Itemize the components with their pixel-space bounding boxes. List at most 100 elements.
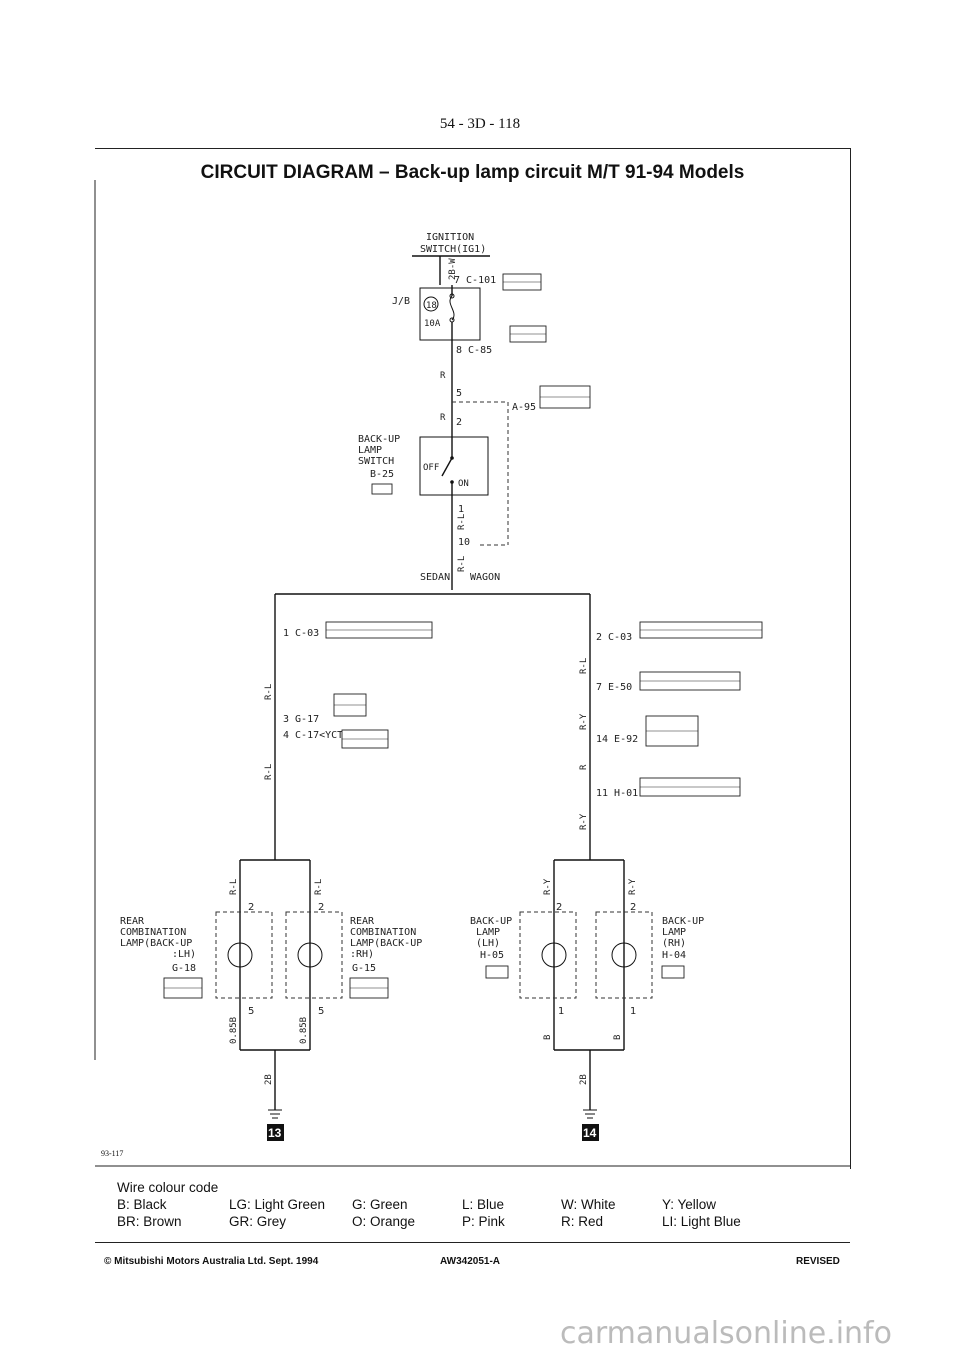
connector-a95-label: A-95 xyxy=(512,402,536,413)
lamp-bulb-icon xyxy=(297,942,323,968)
wire-label-left-r-l-2: R-L xyxy=(264,764,274,780)
switch-terminal xyxy=(450,456,454,460)
colour-entry: R: Red xyxy=(561,1214,604,1229)
rear-rh-connector-icon xyxy=(349,977,389,999)
wire-label-left-r-l: R-L xyxy=(264,684,274,700)
pin-10: 10 xyxy=(458,537,470,548)
backup-lh-label-2: LAMP xyxy=(476,927,500,938)
colour-entry: B: Black xyxy=(117,1197,167,1212)
connector-left-c03-label: 1 C-03 xyxy=(283,628,319,639)
connector-right-c03-label: 2 C-03 xyxy=(596,632,632,643)
connector-c101-label: 7 C-101 xyxy=(454,275,496,286)
junction-block-box xyxy=(419,287,481,341)
backup-switch-connector-icon xyxy=(371,483,393,495)
colour-entry: LG: Light Green xyxy=(229,1197,326,1212)
pin-5: 5 xyxy=(456,388,462,399)
wire-label-2b-left: 2B xyxy=(264,1074,274,1085)
lamp-left-pin-top-left: 2 xyxy=(248,902,254,913)
colour-entry: GR: Grey xyxy=(229,1214,287,1229)
connector-c17-icon xyxy=(341,729,389,749)
wire-label-lamp-right-r-y-1: R-Y xyxy=(543,878,553,895)
connector-right-c03-icon xyxy=(639,621,763,639)
footer-doc-code: AW342051-A xyxy=(440,1256,501,1267)
ignition-label-2: SWITCH(IG1) xyxy=(420,244,486,255)
colour-entry: P: Pink xyxy=(462,1214,505,1229)
rear-lh-label-2: COMBINATION xyxy=(120,927,186,938)
connector-c17-label: 4 C-17<YCT> xyxy=(283,730,349,741)
colour-entry: G: Green xyxy=(352,1197,408,1212)
connector-left-c03-icon xyxy=(325,621,433,639)
backup-lh-label-3: (LH) xyxy=(476,938,500,949)
wire-label-r-1: R xyxy=(440,371,446,381)
backup-lh-connector-icon xyxy=(485,965,509,979)
colour-code-row: BR: Brown GR: Grey O: Orange P: Pink R: … xyxy=(117,1214,777,1231)
rear-lh-label-4: :LH) xyxy=(172,949,196,960)
connector-e92-label: 14 E-92 xyxy=(596,734,638,745)
colour-entry: LI: Light Blue xyxy=(662,1214,741,1229)
lamp-bulb-icon xyxy=(541,942,567,968)
rear-rh-label-4: :RH) xyxy=(350,949,374,960)
backup-switch-box xyxy=(419,436,489,496)
lamp-bulb-icon xyxy=(227,942,253,968)
ignition-label-1: IGNITION xyxy=(426,232,474,243)
lamp-right-pin-bottom-right: 1 xyxy=(630,1006,636,1017)
connector-c85-label: 8 C-85 xyxy=(456,345,492,356)
wire-label-right-r: R xyxy=(579,764,589,770)
connector-e92-icon xyxy=(645,715,699,747)
footer-rule xyxy=(95,1242,850,1243)
wire-label-2b-w: 2B-W xyxy=(448,258,458,280)
connector-c85-icon xyxy=(509,325,547,343)
connector-e50-label: 7 E-50 xyxy=(596,682,632,693)
wire-label-2b-right: 2B xyxy=(579,1074,589,1085)
backup-rh-code: H-04 xyxy=(662,950,686,961)
wire-label-right-r-y: R-Y xyxy=(579,713,589,730)
ground-left-icon xyxy=(268,1109,282,1119)
wire-label-lamp-right-r-l: R-L xyxy=(314,879,324,895)
fuse-number: 18 xyxy=(426,301,437,311)
wagon-label: WAGON xyxy=(470,572,500,583)
lamp-right-pin-bottom-left: 1 xyxy=(558,1006,564,1017)
backup-rh-label-3: (RH) xyxy=(662,938,686,949)
colour-entry: BR: Brown xyxy=(117,1214,182,1229)
rear-lh-code: G-18 xyxy=(172,963,196,974)
pin-2: 2 xyxy=(456,417,462,428)
wire-label-085b-2: 0.85B xyxy=(299,1017,309,1044)
lamp-right-pin-top-right: 2 xyxy=(630,902,636,913)
wire-label-r-2: R xyxy=(440,413,446,423)
connector-h01-icon xyxy=(639,777,741,797)
backup-rh-label-2: LAMP xyxy=(662,927,686,938)
rear-rh-label-3: LAMP(BACK-UP xyxy=(350,938,422,949)
colour-entry: O: Orange xyxy=(352,1214,416,1229)
ground-right-number: 14 xyxy=(583,1126,597,1140)
backup-rh-label-1: BACK-UP xyxy=(662,916,704,927)
wire-label-r-l-1: R-L xyxy=(457,514,467,530)
rear-rh-label-1: REAR xyxy=(350,916,375,927)
fuse-rating: 10A xyxy=(424,319,441,329)
ground-right-badge: 14 xyxy=(582,1124,599,1141)
lamp-right-pin-top-left: 2 xyxy=(556,902,562,913)
connector-a95-icon xyxy=(539,385,591,409)
switch-off-label: OFF xyxy=(423,463,439,473)
rear-lh-connector-icon xyxy=(163,977,203,999)
backup-switch-label-1: BACK-UP xyxy=(358,434,400,445)
colour-code-heading-row: Wire colour code xyxy=(117,1180,777,1197)
wire-label-lamp-right-r-y-2: R-Y xyxy=(628,878,638,895)
rear-lamp-lh-box xyxy=(215,911,273,999)
wire-label-r-l-2: R-L xyxy=(457,556,467,572)
page-header: 54 - 3D - 118 xyxy=(439,116,521,132)
lamp-bulb-icon xyxy=(611,942,637,968)
jb-label: J/B xyxy=(392,296,410,307)
diagram-frame xyxy=(95,148,851,1169)
backup-rh-connector-icon xyxy=(661,965,685,979)
colour-entry: W: White xyxy=(561,1197,616,1212)
rear-rh-code: G-15 xyxy=(352,963,376,974)
rear-lh-label-3: LAMP(BACK-UP xyxy=(120,938,192,949)
connector-g17-icon xyxy=(333,693,367,717)
ground-left-number: 13 xyxy=(268,1126,282,1140)
backup-switch-code: B-25 xyxy=(370,469,394,480)
colour-entry: L: Blue xyxy=(462,1197,505,1212)
colour-code-heading: Wire colour code xyxy=(117,1180,219,1195)
connector-c101-icon xyxy=(502,273,542,291)
backup-lh-code: H-05 xyxy=(480,950,504,961)
colour-entry: Y: Yellow xyxy=(662,1197,717,1212)
